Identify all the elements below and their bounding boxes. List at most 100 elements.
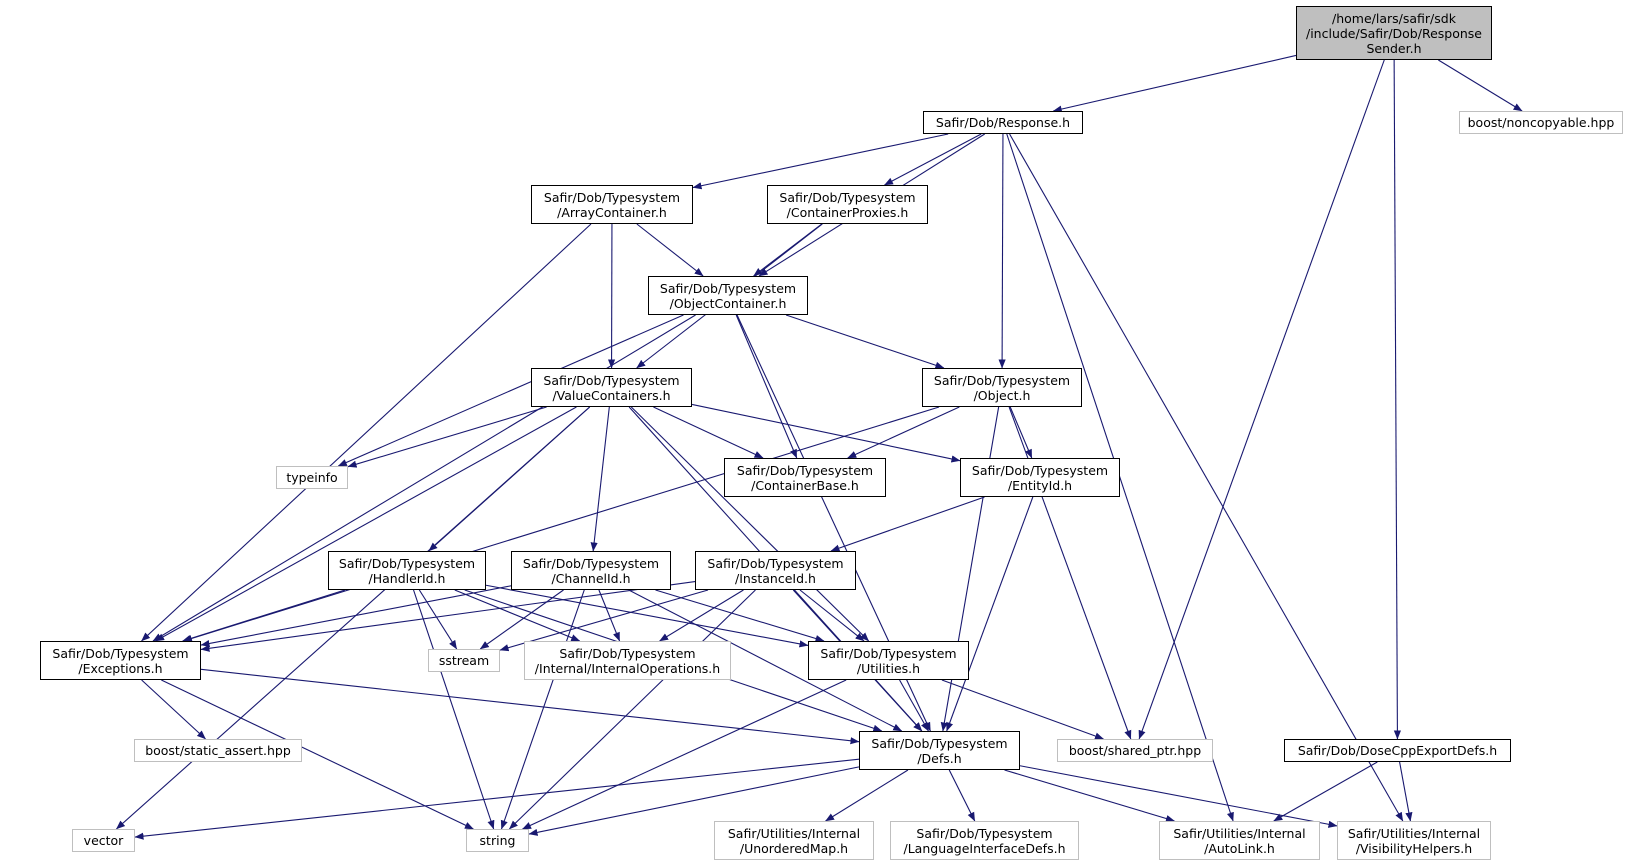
node-label-line: Safir/Dob/DoseCppExportDefs.h (1297, 743, 1498, 758)
node-visibility-helpers-h[interactable]: Safir/Utilities/Internal/VisibilityHelpe… (1337, 821, 1491, 860)
node-boost-noncopyable-hpp[interactable]: boost/noncopyable.hpp (1459, 111, 1623, 134)
edge-root-to-response (1052, 54, 1297, 113)
node-label-line: /VisibilityHelpers.h (1355, 840, 1473, 856)
node-label: Safir/Dob/DoseCppExportDefs.h (1298, 743, 1497, 758)
edge-response-to-arraycontainer (692, 133, 949, 190)
node-defs-h[interactable]: Safir/Dob/Typesystem/Defs.h (859, 731, 1020, 770)
node-label: Safir/Utilities/Internal/AutoLink.h (1173, 826, 1305, 856)
node-label-line: /home/lars/safir/sdk (1332, 10, 1456, 26)
edge-defs-to-unorderedmap (825, 769, 909, 822)
node-label-line: boost/static_assert.hpp (145, 743, 291, 758)
node-label-line: /include/Safir/Dob/Response (1306, 25, 1482, 41)
node-label: Safir/Dob/Typesystem/InstanceId.h (707, 556, 843, 586)
edge-utilities-to-sharedptr (941, 679, 1104, 740)
node-entity-id-h[interactable]: Safir/Dob/Typesystem/EntityId.h (960, 458, 1120, 497)
edge-channelid-to-defs (628, 589, 903, 732)
node-label-line: /UnorderedMap.h (739, 840, 849, 856)
node-label-line: /HandlerId.h (368, 570, 446, 586)
node-sstream[interactable]: sstream (428, 649, 500, 672)
node-label-line: Safir/Dob/Typesystem (543, 372, 680, 388)
node-label: string (480, 833, 516, 848)
node-label-line: string (479, 833, 516, 848)
node-typeinfo[interactable]: typeinfo (276, 466, 348, 489)
node-value-containers-h[interactable]: Safir/Dob/Typesystem/ValueContainers.h (531, 368, 692, 407)
node-object-container-h[interactable]: Safir/Dob/Typesystem/ObjectContainer.h (648, 276, 808, 315)
node-label: /home/lars/safir/sdk/include/Safir/Dob/R… (1306, 11, 1482, 56)
node-object-h[interactable]: Safir/Dob/Typesystem/Object.h (922, 368, 1082, 407)
edge-valuecontainers-to-exceptions (155, 406, 577, 642)
node-label: boost/static_assert.hpp (145, 743, 291, 758)
node-label-line: Safir/Dob/Typesystem (916, 825, 1053, 841)
node-label: Safir/Dob/Typesystem/EntityId.h (972, 463, 1108, 493)
node-unordered-map-h[interactable]: Safir/Utilities/Internal/UnorderedMap.h (714, 821, 874, 860)
edge-dosecpp-to-autolink (1273, 761, 1378, 822)
edge-channelid-to-internalops (598, 589, 621, 642)
edge-object-to-entityid (1009, 406, 1033, 459)
edge-defs-to-autolink (1004, 769, 1175, 822)
node-boost-shared-ptr-hpp[interactable]: boost/shared_ptr.hpp (1057, 739, 1213, 762)
edge-root-to-noncopyable (1438, 59, 1523, 112)
node-container-proxies-h[interactable]: Safir/Dob/Typesystem/ContainerProxies.h (767, 185, 928, 224)
node-label-line: Safir/Utilities/Internal (1173, 825, 1306, 841)
edge-instanceid-to-exceptions (200, 581, 696, 652)
node-dose-cpp-export-defs-h[interactable]: Safir/Dob/DoseCppExportDefs.h (1284, 739, 1511, 762)
node-vector[interactable]: vector (72, 829, 135, 852)
node-label-line: boost/shared_ptr.hpp (1068, 743, 1202, 758)
edge-defs-to-visibility (1019, 765, 1338, 828)
node-label: Safir/Dob/Typesystem/Object.h (934, 373, 1070, 403)
node-label-line: Safir/Dob/Typesystem (52, 645, 189, 661)
node-label: Safir/Dob/Typesystem/Exceptions.h (52, 646, 188, 676)
edge-entityid-to-defs (946, 496, 1034, 732)
node-boost-static-assert-hpp[interactable]: boost/static_assert.hpp (134, 739, 302, 762)
edge-response-to-containerproxies (884, 133, 982, 186)
node-instance-id-h[interactable]: Safir/Dob/Typesystem/InstanceId.h (695, 551, 856, 590)
node-label: Safir/Dob/Typesystem/Utilities.h (820, 646, 956, 676)
node-label-line: Safir/Dob/Typesystem (779, 189, 916, 205)
node-internal-operations-h[interactable]: Safir/Dob/Typesystem/Internal/InternalOp… (524, 641, 731, 680)
node-label: Safir/Dob/Typesystem/HandlerId.h (339, 556, 475, 586)
node-label-line: Safir/Dob/Typesystem (736, 462, 874, 478)
node-label: sstream (439, 653, 489, 668)
node-label: Safir/Dob/Typesystem/LanguageInterfaceDe… (904, 826, 1066, 856)
node-label-line: Safir/Dob/Typesystem (559, 645, 696, 661)
edge-object-to-defs (940, 406, 1000, 732)
node-language-interface-defs-h[interactable]: Safir/Dob/Typesystem/LanguageInterfaceDe… (890, 821, 1079, 860)
edge-root-to-sharedptr (1138, 59, 1385, 740)
node-label-line: Safir/Dob/Typesystem (933, 372, 1071, 388)
node-label-line: Safir/Dob/Typesystem (820, 645, 957, 661)
node-exceptions-h[interactable]: Safir/Dob/Typesystem/Exceptions.h (40, 641, 201, 680)
edge-objectcontainer-to-containerbase (735, 314, 798, 459)
node-label-line: Safir/Dob/Typesystem (543, 189, 681, 205)
edge-objectcontainer-to-exceptions (152, 314, 696, 642)
edge-handlerid-to-string (413, 589, 495, 830)
edge-defs-to-vector (134, 758, 860, 840)
node-response-h[interactable]: Safir/Dob/Response.h (923, 111, 1083, 134)
node-handler-id-h[interactable]: Safir/Dob/Typesystem/HandlerId.h (328, 551, 486, 590)
node-label: Safir/Dob/Response.h (936, 115, 1070, 130)
node-array-container-h[interactable]: Safir/Dob/Typesystem/ArrayContainer.h (531, 185, 693, 224)
edge-utilities-to-defs (899, 679, 929, 732)
edge-valuecontainers-to-utilities (630, 406, 870, 642)
node-label-line: sstream (438, 653, 490, 668)
edge-instanceid-to-internalops (659, 589, 744, 642)
node-label: typeinfo (286, 470, 337, 485)
edge-channelid-to-exceptions (200, 585, 512, 648)
node-autolink-h[interactable]: Safir/Utilities/Internal/AutoLink.h (1159, 821, 1320, 860)
node-string[interactable]: string (466, 829, 529, 852)
node-label-line: Safir/Utilities/Internal (1347, 825, 1481, 841)
node-response-sender-h[interactable]: /home/lars/safir/sdk/include/Safir/Dob/R… (1296, 6, 1492, 60)
node-label-line: /Exceptions.h (78, 660, 163, 676)
edge-object-to-exceptions (183, 406, 940, 642)
edge-utilities-to-string (522, 679, 847, 830)
edge-objectcontainer-to-object (785, 314, 945, 369)
node-label: vector (84, 833, 124, 848)
node-label-line: Safir/Dob/Typesystem (707, 555, 844, 571)
node-label-line: /ContainerProxies.h (786, 204, 909, 220)
node-channel-id-h[interactable]: Safir/Dob/Typesystem/ChannelId.h (511, 551, 671, 590)
node-container-base-h[interactable]: Safir/Dob/Typesystem/ContainerBase.h (724, 458, 886, 497)
node-label-line: Safir/Dob/Typesystem (522, 555, 660, 571)
node-label: Safir/Dob/Typesystem/ObjectContainer.h (660, 281, 796, 311)
edge-exceptions-to-staticassert (141, 679, 206, 740)
edge-valuecontainers-to-containerbase (653, 406, 764, 459)
node-utilities-h[interactable]: Safir/Dob/Typesystem/Utilities.h (808, 641, 969, 680)
